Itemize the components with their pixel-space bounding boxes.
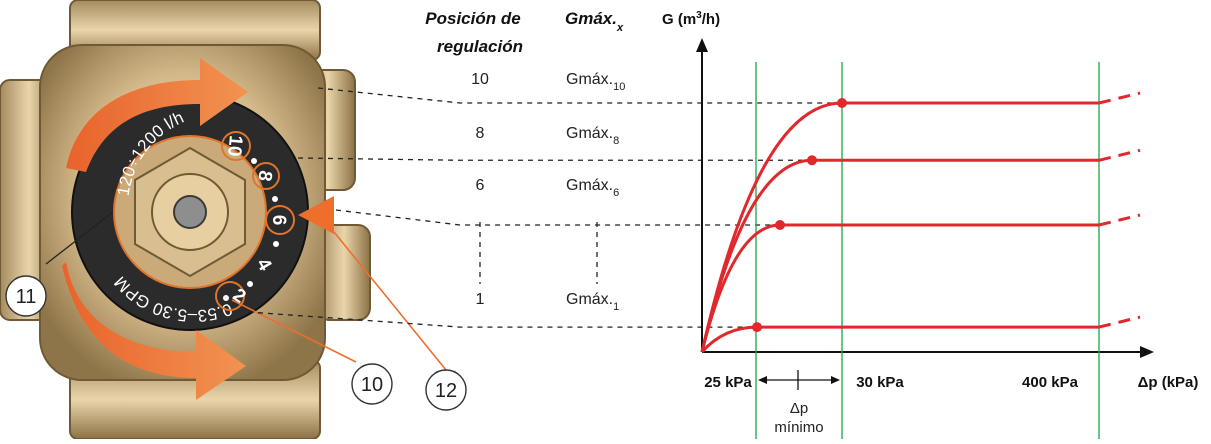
row-labels: 10 Gmáx.10 8 Gmáx.8 6 Gmáx.6 1 Gmáx.1 <box>247 71 842 328</box>
series-knee-point-6 <box>775 220 785 231</box>
flow-chart: Δp mínimo 25 kPa 30 kPa 400 kPa Δp (kPa) <box>696 38 1198 439</box>
series-extension-1 <box>1098 315 1141 329</box>
dial-number-6: 6 <box>268 215 289 226</box>
series-extension-10 <box>1098 91 1141 105</box>
dp-min-arrow-left <box>758 376 767 384</box>
dial-marker-6 <box>265 205 295 235</box>
rotate-arrow-top <box>66 58 248 172</box>
row-position-8: 8 <box>476 125 485 142</box>
series-extension-6 <box>1098 213 1141 227</box>
y-axis-arrowhead <box>696 38 708 52</box>
y-axis-label: G (m3/h) <box>662 10 720 28</box>
series-line-10 <box>700 101 1099 353</box>
header-position-line1: Posición de <box>425 9 520 28</box>
callout-10-leader <box>231 299 357 363</box>
dial-dot <box>272 196 278 202</box>
series-line-6 <box>700 223 1099 353</box>
row-position-6: 6 <box>476 177 485 194</box>
valve-stem <box>173 195 207 229</box>
row-gmax-8: Gmáx.8 <box>566 125 619 147</box>
row-leader-1 <box>247 311 757 328</box>
position-pointer <box>298 196 334 234</box>
dial-numbers: 10 8 6 4 2 <box>215 131 295 311</box>
x-axis-arrowhead <box>1140 346 1154 358</box>
dp-min-label-1: Δp <box>790 400 808 417</box>
row-leader-10 <box>317 87 842 104</box>
dial-number-8: 8 <box>253 169 276 183</box>
callout-10: 10 <box>351 363 393 405</box>
dial-marker-10 <box>221 131 251 161</box>
x-tick-25kpa: 25 kPa <box>704 374 752 391</box>
row-position-10: 10 <box>471 71 489 88</box>
dial-number-10: 10 <box>223 134 246 157</box>
dial-marker-8 <box>252 162 280 190</box>
svg-text:11: 11 <box>16 286 37 308</box>
row-gmax-6: Gmáx.6 <box>566 177 619 199</box>
svg-text:12: 12 <box>435 380 457 402</box>
dial-dot <box>247 281 253 287</box>
dial-dot <box>223 295 229 301</box>
row-gmax-1: Gmáx.1 <box>566 291 619 313</box>
valve-illustration: 120÷1200 l/h 0.53–5.30 GPM 10 8 6 4 2 <box>0 0 371 440</box>
dial-dot <box>273 241 279 247</box>
dp-min-label-2: mínimo <box>774 419 823 436</box>
dp-min-arrow-right <box>831 376 840 384</box>
svg-text:10: 10 <box>361 374 383 396</box>
series-knee-point-10 <box>837 98 847 108</box>
callout-12: 12 <box>425 369 467 411</box>
column-headers: Posición de regulación Gmáx.x G (m3/h) <box>425 9 720 56</box>
callout-11: 11 <box>5 275 47 317</box>
header-gmax: Gmáx.x <box>565 9 624 34</box>
row-leader-8 <box>297 157 812 161</box>
series-line-1 <box>700 325 1099 353</box>
callout-11-leader <box>45 211 114 265</box>
x-tick-30kpa: 30 kPa <box>856 374 904 391</box>
series-line-8 <box>700 158 1099 353</box>
row-position-1: 1 <box>476 291 485 308</box>
row-gmax-10: Gmáx.10 <box>566 71 625 93</box>
series-knee-point-8 <box>807 155 817 166</box>
x-tick-400kpa: 400 kPa <box>1022 374 1079 391</box>
x-axis-label: Δp (kPa) <box>1138 374 1199 391</box>
dial-marker-2 <box>215 281 245 311</box>
callout-12-leader <box>333 231 447 371</box>
header-position-line2: regulación <box>437 37 523 56</box>
row-leader-6 <box>335 209 780 226</box>
dial-dot <box>251 158 257 164</box>
series-extension-8 <box>1098 148 1141 162</box>
rotate-arrow-bottom <box>62 262 246 400</box>
series-knee-point-1 <box>752 322 762 333</box>
